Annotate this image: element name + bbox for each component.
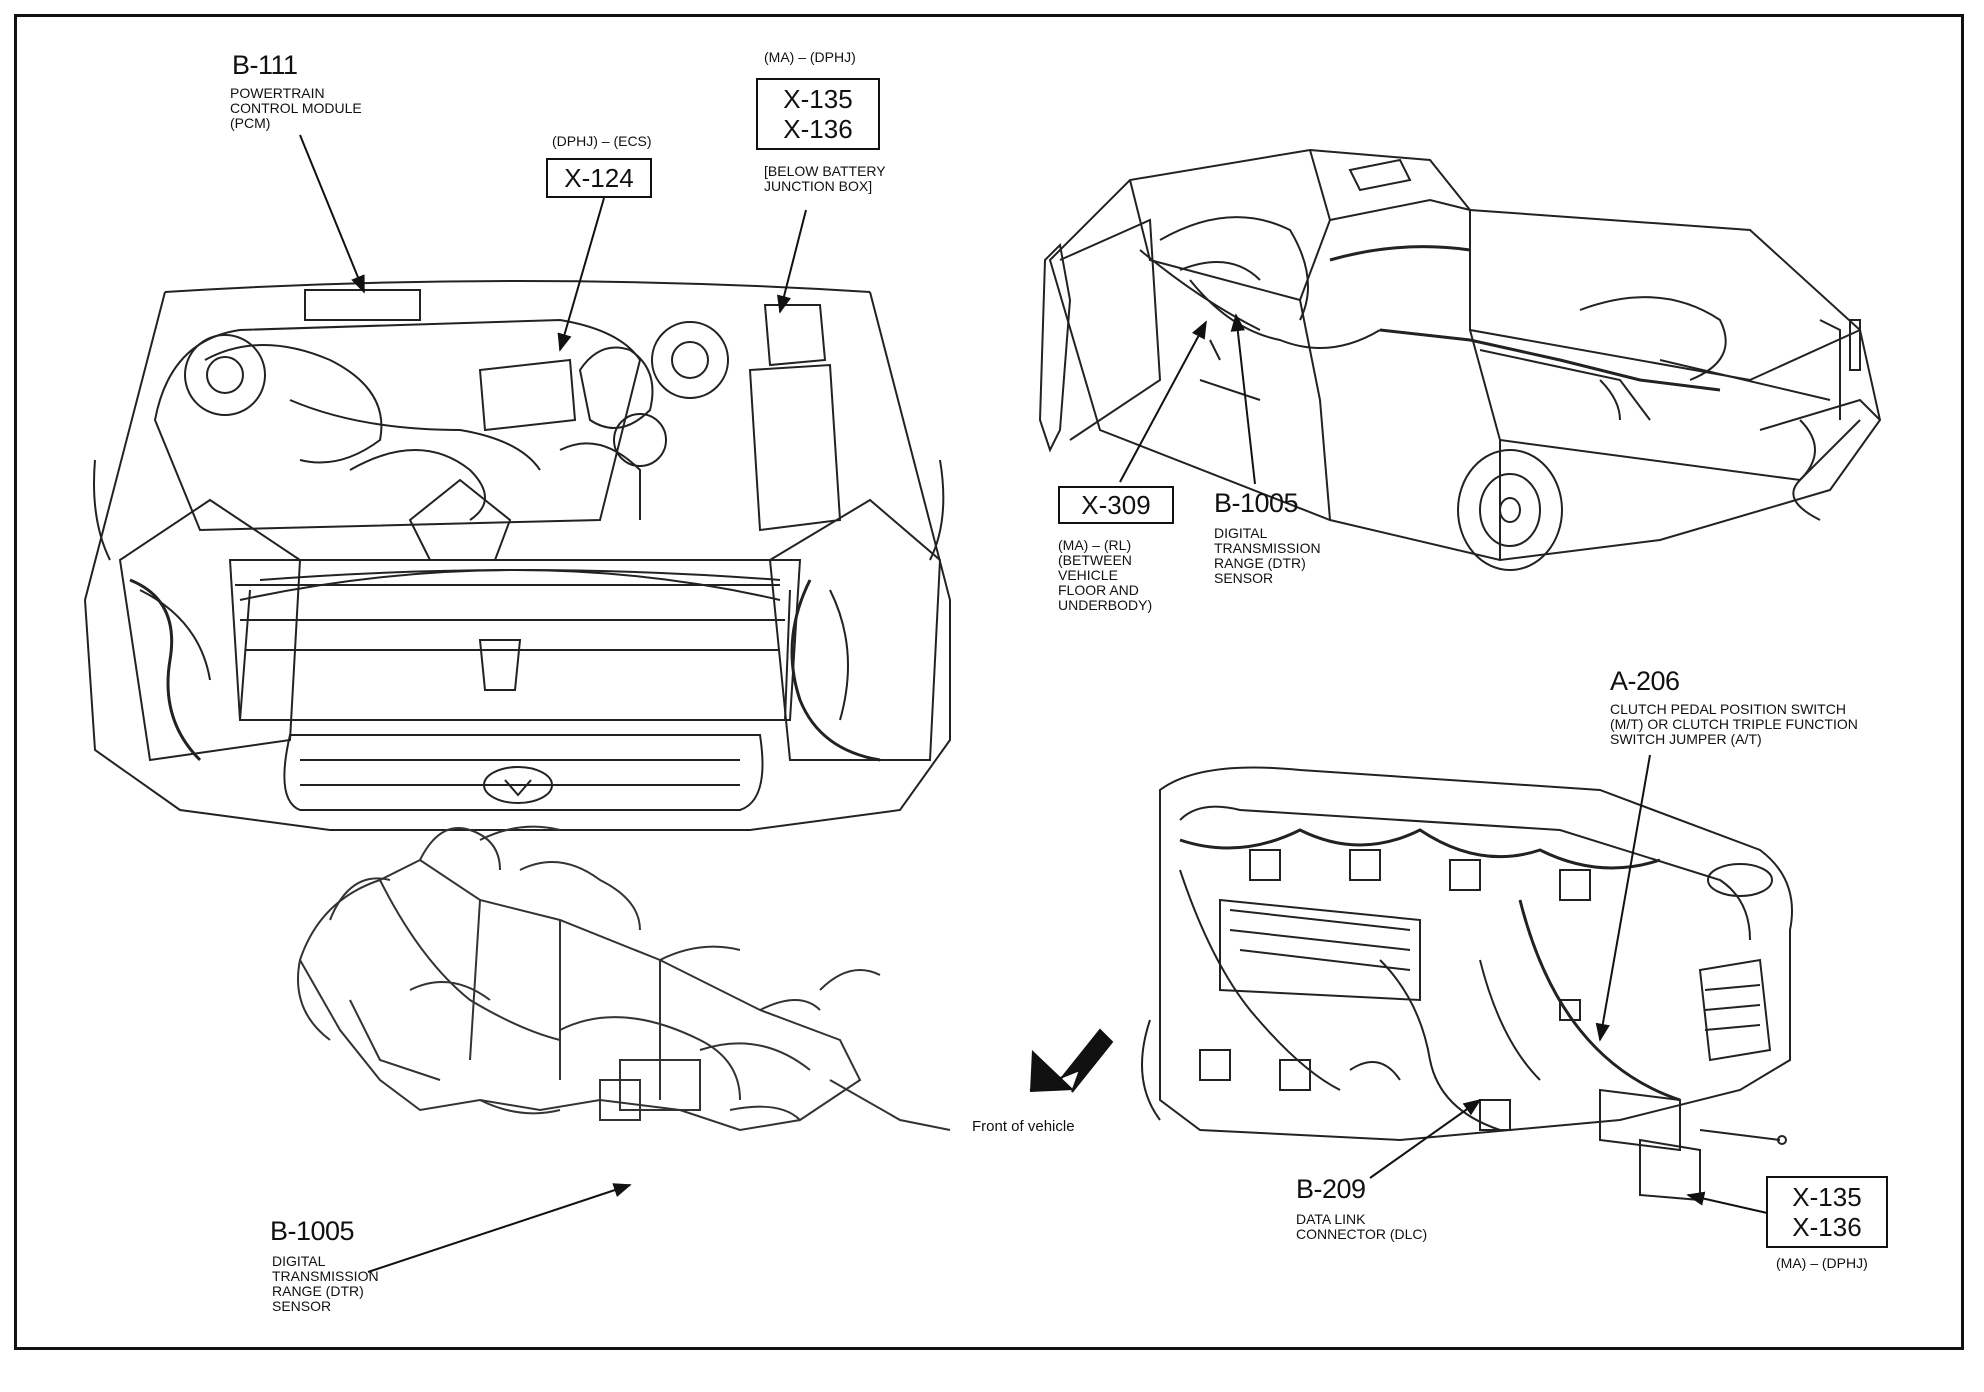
callout-a206-code: A-206 — [1610, 666, 1680, 696]
callout-b209-code: B-209 — [1296, 1174, 1366, 1204]
callout-x135-top-box: X-135 X-136 — [756, 78, 880, 150]
callout-x135-top-note: [BELOW BATTERY JUNCTION BOX] — [764, 163, 886, 194]
callout-b209-desc: DATA LINK CONNECTOR (DLC) — [1296, 1211, 1428, 1242]
callout-x135-bottom-box: X-135 X-136 — [1766, 1176, 1888, 1248]
front-of-vehicle-label: Front of vehicle — [972, 1118, 1075, 1135]
callout-b111-desc: POWERTRAIN CONTROL MODULE (PCM) — [230, 85, 362, 131]
callout-x309-desc: (MA) – (RL) (BETWEEN VEHICLE FLOOR AND U… — [1058, 537, 1153, 613]
callout-x135-bottom-code-1: X-135 — [1792, 1182, 1862, 1212]
leader-x124 — [557, 197, 605, 352]
callout-x124-box: X-124 — [546, 158, 652, 198]
leader-x135-bottom — [1686, 1191, 1777, 1216]
front-direction-arrow-head — [1030, 1050, 1074, 1092]
callout-b1005-top-code: B-1005 — [1214, 488, 1299, 518]
callout-x124-code: X-124 — [564, 163, 634, 193]
leader-a206 — [1595, 754, 1651, 1042]
leader-x135-top — [777, 209, 807, 314]
pickup-truck-illustration — [1038, 148, 1882, 571]
callout-b111-code: B-111 — [232, 50, 298, 80]
callout-x135-bottom-code-2: X-136 — [1792, 1212, 1862, 1242]
engine-bay-illustration — [83, 280, 951, 831]
leader-b111 — [299, 134, 365, 294]
callout-x309-code: X-309 — [1081, 490, 1151, 520]
callout-b1005-bottom-code: B-1005 — [270, 1216, 355, 1246]
callout-x124-variant: (DPHJ) – (ECS) — [552, 133, 652, 149]
instrument-panel-illustration — [1141, 766, 1793, 1202]
leader-b209 — [1369, 1098, 1482, 1179]
leader-lines — [299, 134, 1777, 1273]
leader-x309 — [1119, 320, 1207, 483]
callout-x135-top-code-1: X-135 — [783, 84, 853, 114]
callout-b1005-top-desc: DIGITAL TRANSMISSION RANGE (DTR) SENSOR — [1214, 525, 1321, 586]
diagram-border — [14, 14, 1964, 1350]
leader-b1005-bottom — [367, 1183, 632, 1273]
leader-b1005-top — [1230, 313, 1256, 485]
callout-x135-top-code-2: X-136 — [783, 114, 853, 144]
callout-a206-desc: CLUTCH PEDAL POSITION SWITCH (M/T) OR CL… — [1610, 701, 1858, 747]
callout-x135-top-variant: (MA) – (DPHJ) — [764, 49, 856, 65]
callout-x309-box: X-309 — [1058, 486, 1174, 524]
transmission-illustration — [297, 825, 951, 1132]
callout-b1005-bottom-desc: DIGITAL TRANSMISSION RANGE (DTR) SENSOR — [272, 1253, 379, 1314]
callout-x135-bottom-variant: (MA) – (DPHJ) — [1776, 1255, 1868, 1271]
